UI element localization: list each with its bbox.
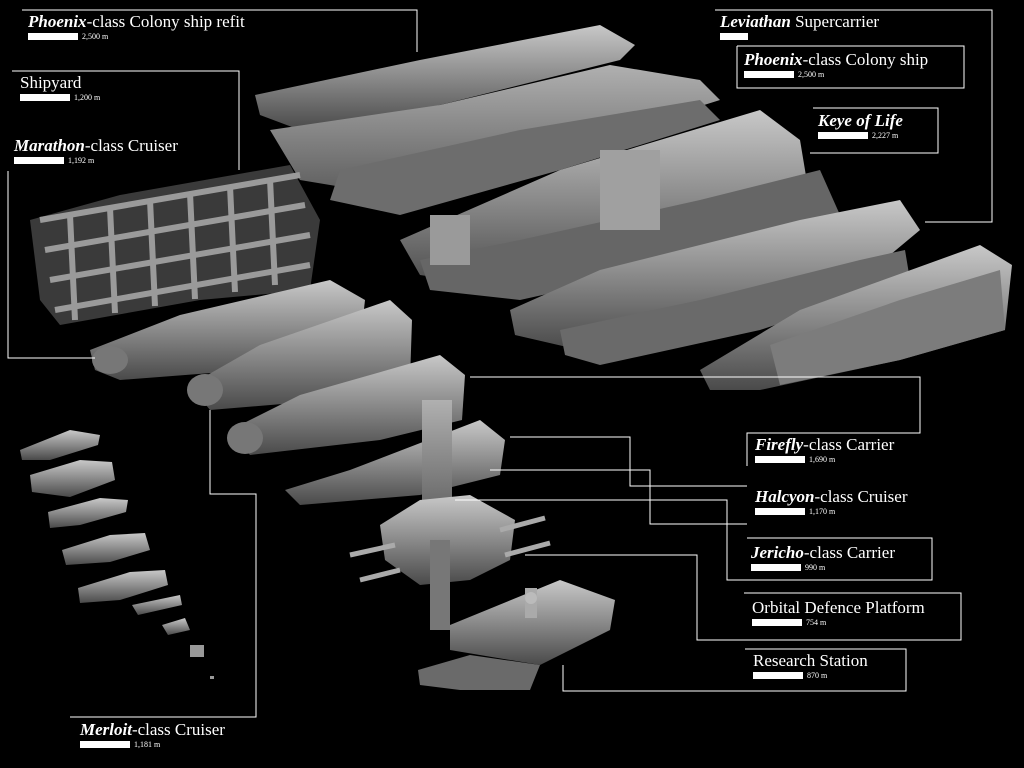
small-ships-column: [20, 430, 214, 679]
label-research-station: Research Station 870 m: [753, 651, 868, 680]
length-text: 1,192 m: [68, 156, 95, 165]
label-suffix: Orbital Defence Platform: [752, 598, 925, 617]
label-suffix: -class Carrier: [803, 543, 895, 562]
length-text: 1,690 m: [809, 455, 836, 464]
research-station: [418, 580, 615, 690]
label-suffix: Supercarrier: [790, 12, 880, 31]
scale-bar: [818, 132, 868, 139]
label-suffix: -class Cruiser: [814, 487, 908, 506]
label-class-name: Keye of Life: [818, 111, 903, 130]
length-text: 2,500 m: [82, 32, 109, 41]
label-suffix: Research Station: [753, 651, 868, 670]
length-text: 2,500 m: [798, 70, 825, 79]
label-class-name: Halcyon: [755, 487, 815, 506]
length-text: 1,200 m: [74, 93, 101, 102]
scale-bar: [28, 33, 78, 40]
label-class-name: Phoenix: [28, 12, 87, 31]
label-keye-of-life: Keye of Life 2,227 m: [818, 111, 903, 140]
firefly-carrier-ship: [700, 245, 1012, 390]
label-class-name: Firefly: [755, 435, 804, 454]
leader-lines: [7, 9, 993, 718]
scale-bar: [80, 741, 130, 748]
scale-bar: [752, 619, 802, 626]
length-text: 1,170 m: [809, 507, 836, 516]
length-text: 754 m: [806, 618, 827, 627]
jericho-carrier-ship: [227, 355, 465, 455]
length-text: 1,181 m: [134, 740, 161, 749]
label-suffix: -class Cruiser: [131, 720, 225, 739]
label-class-name: Merloit: [80, 720, 132, 739]
scale-bar: [753, 672, 803, 679]
label-suffix: -class Colony ship: [802, 50, 929, 69]
label-suffix: Shipyard: [20, 73, 82, 92]
label-merloit: Merloit-class Cruiser 1,181 m: [80, 720, 225, 749]
label-marathon: Marathon-class Cruiser 1,192 m: [14, 136, 178, 165]
keye-of-life-ship: [510, 200, 920, 365]
shipyard-structure: [30, 165, 320, 325]
label-halcyon: Halcyon-class Cruiser 1,170 m: [755, 487, 908, 516]
scale-bar: [744, 71, 794, 78]
label-firefly: Firefly-class Carrier 1,690 m: [755, 435, 894, 464]
label-suffix: -class Colony ship refit: [86, 12, 245, 31]
label-suffix: -class Carrier: [803, 435, 895, 454]
label-class-name: Leviathan: [720, 12, 791, 31]
phoenix-refit-ship: [255, 25, 720, 215]
scale-bar: [14, 157, 64, 164]
scale-bar: [755, 508, 805, 515]
leviathan-supercarrier-ship: [400, 110, 840, 300]
label-suffix: -class Cruiser: [84, 136, 178, 155]
label-class-name: Jericho: [751, 543, 804, 562]
length-text: 870 m: [807, 671, 828, 680]
scale-bar: [20, 94, 70, 101]
label-class-name: Marathon: [14, 136, 85, 155]
scale-bar: [720, 33, 748, 40]
scale-bar: [755, 456, 805, 463]
label-jericho: Jericho-class Carrier 990 m: [751, 543, 895, 572]
label-leviathan: Leviathan Supercarrier: [720, 12, 879, 41]
label-class-name: Phoenix: [744, 50, 803, 69]
length-text: 2,227 m: [872, 131, 899, 140]
label-orbital-defence-platform: Orbital Defence Platform 754 m: [752, 598, 925, 627]
length-text: 990 m: [805, 563, 826, 572]
label-phoenix: Phoenix-class Colony ship 2,500 m: [744, 50, 928, 79]
scale-bar: [751, 564, 801, 571]
orbital-defence-platform: [349, 400, 551, 630]
label-shipyard: Shipyard 1,200 m: [20, 73, 100, 102]
label-phoenix-refit: Phoenix-class Colony ship refit 2,500 m: [28, 12, 245, 41]
